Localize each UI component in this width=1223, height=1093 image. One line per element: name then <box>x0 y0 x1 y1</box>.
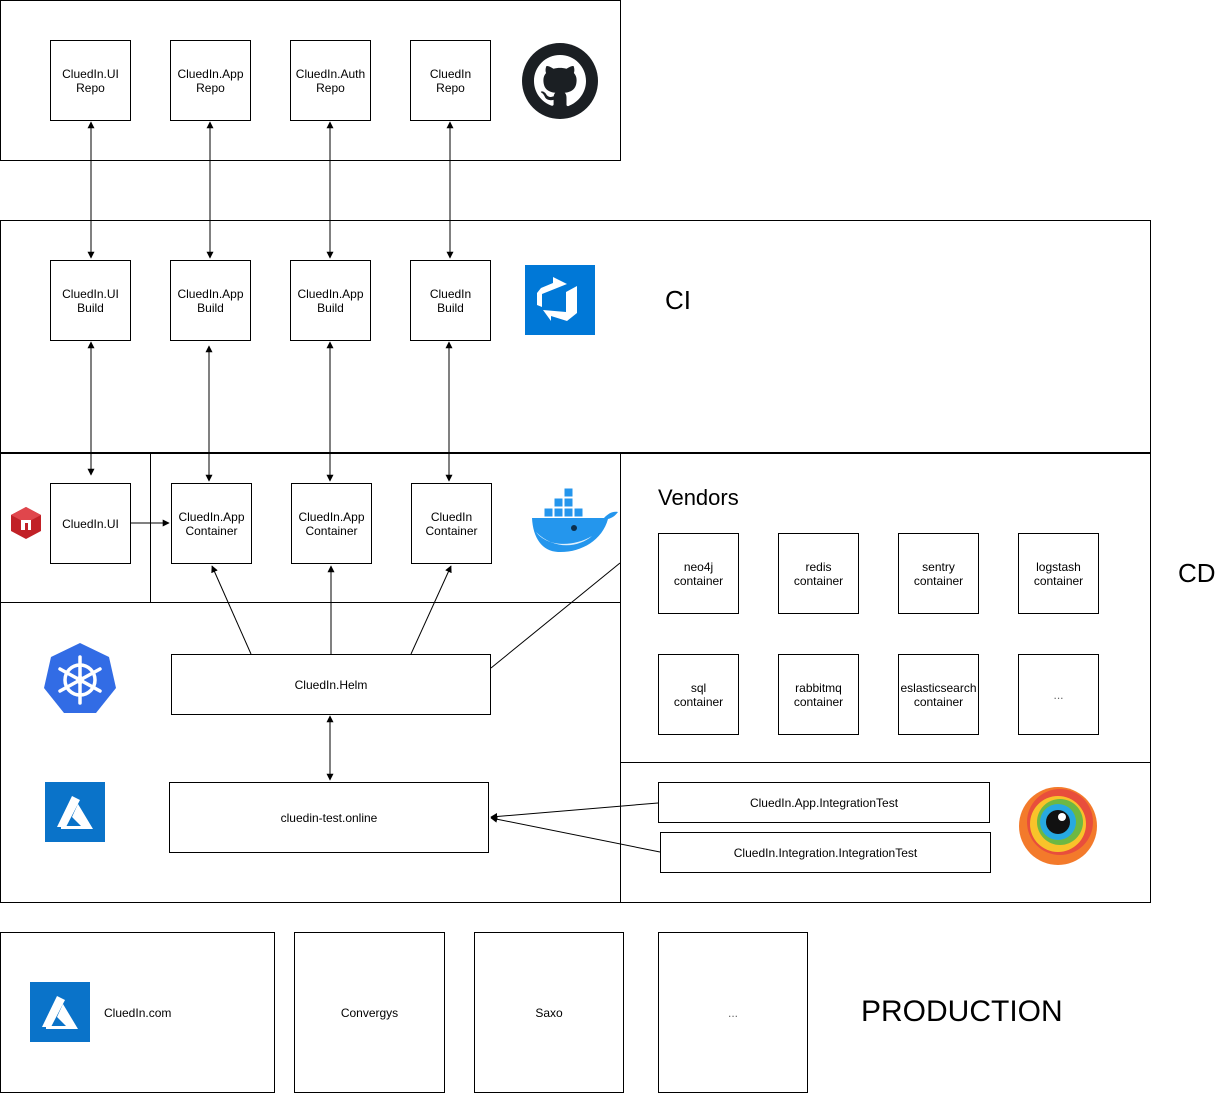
vendors-title: Vendors <box>658 485 739 510</box>
azure-icon <box>45 782 105 842</box>
production-site-label: CluedIn.com <box>104 1006 172 1020</box>
cluedin-app-build-2[interactable]: CluedIn.App Build <box>290 260 371 341</box>
cluedin-auth-repo[interactable]: CluedIn.Auth Repo <box>290 40 371 121</box>
elasticsearch-container[interactable]: eslasticsearch container <box>898 654 979 735</box>
browserstack-icon <box>1018 786 1098 866</box>
github-icon <box>521 42 599 120</box>
azure-icon <box>30 982 90 1042</box>
cluedin-repo[interactable]: CluedIn Repo <box>410 40 491 121</box>
cluedin-test-online[interactable]: cluedin-test.online <box>169 782 489 853</box>
docker-icon <box>530 487 620 556</box>
redis-container[interactable]: redis container <box>778 533 859 614</box>
more-vendors[interactable]: ... <box>1018 654 1099 735</box>
production-site-saxo[interactable]: Saxo <box>474 932 624 1093</box>
repos-panel <box>0 0 621 161</box>
logstash-container[interactable]: logstash container <box>1018 533 1099 614</box>
cluedin-ui-repo[interactable]: CluedIn.UI Repo <box>50 40 131 121</box>
kubernetes-panel <box>0 602 621 903</box>
cluedin-ui-node[interactable]: CluedIn.UI <box>50 483 131 564</box>
cluedin-app-build[interactable]: CluedIn.App Build <box>170 260 251 341</box>
production-site-convergys[interactable]: Convergys <box>294 932 445 1093</box>
sql-container[interactable]: sql container <box>658 654 739 735</box>
production-site-label: ... <box>727 1005 738 1020</box>
ci-label: CI <box>665 285 691 315</box>
kubernetes-icon <box>43 642 117 714</box>
sentry-container[interactable]: sentry container <box>898 533 979 614</box>
cluedin-build[interactable]: CluedIn Build <box>410 260 491 341</box>
production-site-label: Saxo <box>535 1005 563 1020</box>
cluedin-integration-integration-test[interactable]: CluedIn.Integration.IntegrationTest <box>660 832 991 873</box>
cluedin-app-container-2[interactable]: CluedIn.App Container <box>291 483 372 564</box>
cd-label: CD <box>1178 558 1216 588</box>
production-site-cluedin[interactable]: CluedIn.com <box>0 932 275 1093</box>
production-site-more[interactable]: ... <box>658 932 808 1093</box>
cluedin-container[interactable]: CluedIn Container <box>411 483 492 564</box>
production-site-label: Convergys <box>340 1005 399 1020</box>
production-label: PRODUCTION <box>861 995 1063 1028</box>
cluedin-app-repo[interactable]: CluedIn.App Repo <box>170 40 251 121</box>
rabbitmq-container[interactable]: rabbitmq container <box>778 654 859 735</box>
cluedin-helm[interactable]: CluedIn.Helm <box>171 654 491 715</box>
cluedin-app-integration-test[interactable]: CluedIn.App.IntegrationTest <box>658 782 990 823</box>
cluedin-app-container[interactable]: CluedIn.App Container <box>171 483 252 564</box>
neo4j-container[interactable]: neo4j container <box>658 533 739 614</box>
ci-panel <box>0 220 1151 454</box>
npm-icon <box>10 506 42 540</box>
cluedin-ui-build[interactable]: CluedIn.UI Build <box>50 260 131 341</box>
azure-devops-icon <box>525 265 595 335</box>
